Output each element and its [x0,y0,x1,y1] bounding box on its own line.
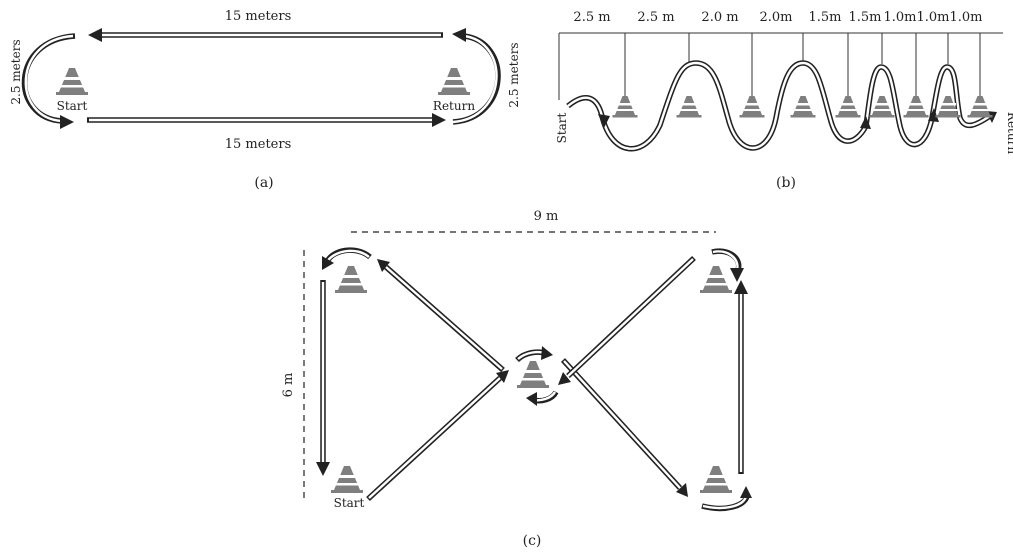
spacing-label-1: 2.5 m [573,10,610,25]
slalom-cone-icon [835,96,861,118]
bottom-distance-label: 15 meters [225,137,292,152]
center-cone-icon [517,361,549,388]
slalom-cone-icon [869,96,895,118]
center-top-turn-arrow [515,346,553,363]
course-start-label: Start [334,496,365,510]
top-left-cone-icon [335,266,367,293]
start-cone-icon [56,68,88,95]
slalom-cone-icon [612,96,638,118]
height-label: 6 m [281,373,296,398]
width-label: 9 m [534,209,559,224]
left-turn-arrow [21,33,76,129]
center-bottom-turn-arrow [526,390,559,406]
slalom-cone-icon [676,96,702,118]
caption-b: (b) [776,175,796,191]
top-path-arrow [88,28,443,42]
spacing-label-9: 1.0m [949,10,982,25]
slalom-cone-icon [967,96,993,118]
left-width-label: 2.5 meters [9,39,23,104]
slalom-path-arrow [566,60,997,152]
bottom-right-cone-icon [700,466,732,493]
return-cone-icon [438,68,470,95]
spacing-label-4: 2.0m [759,10,792,25]
caption-c: (c) [523,533,542,549]
spacing-ticks [558,33,981,100]
slalom-cone-icon [739,96,765,118]
panel-a: 15 meters 15 meters 2.5 meters 2.5 meter… [9,9,521,191]
spacing-label-8: 1.0m [916,10,949,25]
top-right-to-center-arrow [558,255,696,385]
spacing-label-2: 2.5 m [637,10,674,25]
top-right-turn-arrow [711,248,744,282]
caption-a: (a) [254,175,273,191]
spacing-label-6: 1.5m [848,10,881,25]
spacing-label-3: 2.0 m [701,10,738,25]
panel-b: 2.5 m 2.5 m 2.0 m 2.0m 1.5m 1.5m 1.0m 1.… [555,10,1013,191]
start-cone-icon [331,466,363,493]
return-label: Return [433,99,475,113]
slalom-cone-icon [903,96,929,118]
panel-c: 9 m 6 m Start [281,209,752,549]
top-left-turn-arrow [322,247,372,270]
left-side-down-arrow [316,280,330,476]
slalom-cone-icon [790,96,816,118]
bottom-path-arrow [87,113,446,127]
bottom-right-turn-arrow [701,486,752,512]
right-side-up-arrow [734,280,748,474]
slalom-return-label: Return [1005,112,1013,154]
center-to-bottom-right-arrow [560,358,688,497]
center-to-top-left-arrow [377,259,505,373]
slalom-start-label: Start [555,112,569,143]
spacing-label-5: 1.5m [808,10,841,25]
top-distance-label: 15 meters [225,9,292,24]
start-label: Start [57,99,88,113]
spacing-label-7: 1.0m [883,10,916,25]
right-width-label: 2.5 meters [507,42,521,107]
right-turn-arrow [452,28,501,125]
start-to-center-arrow [366,370,509,502]
top-right-cone-icon [700,266,732,293]
